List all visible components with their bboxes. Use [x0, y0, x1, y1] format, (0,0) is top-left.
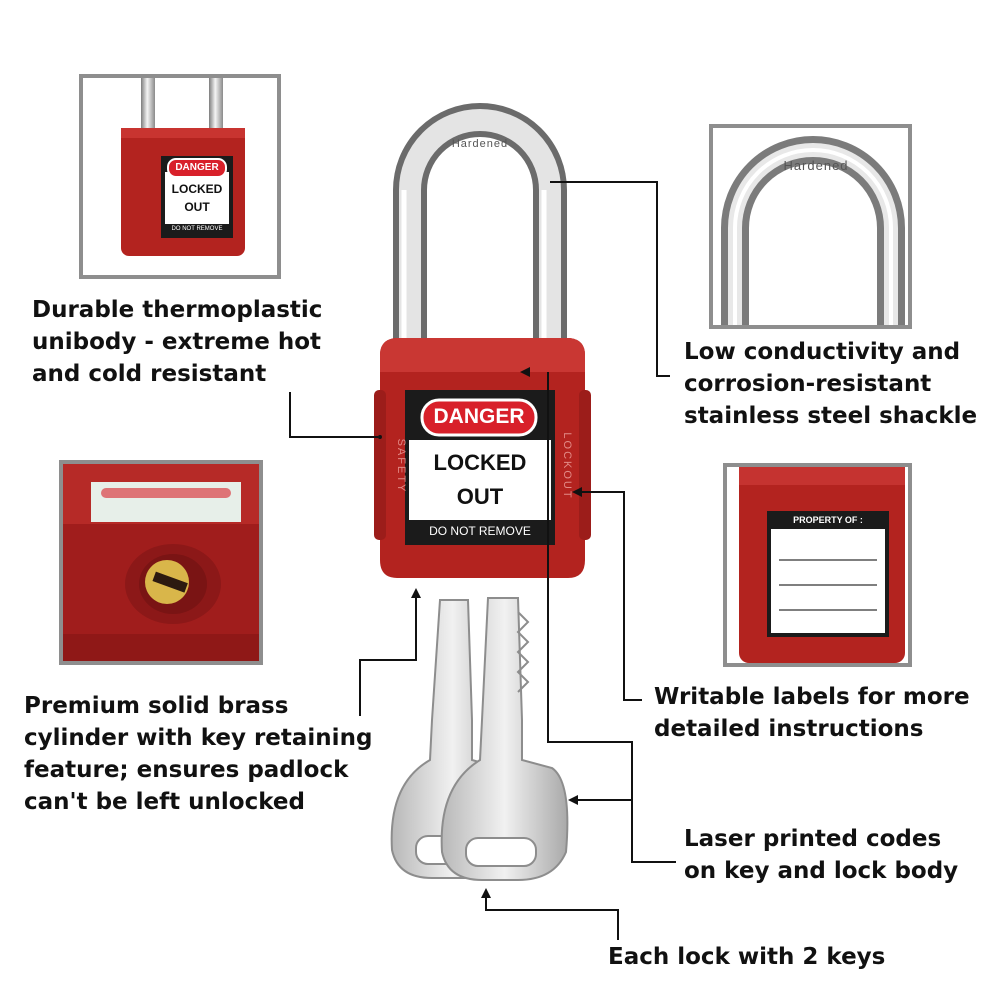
- do-not-remove-text: DO NOT REMOVE: [429, 524, 531, 538]
- writable-label-illustration: [739, 467, 905, 663]
- shackle-engraving: Hardened: [451, 138, 509, 150]
- mini-locked-text: LOCKED: [171, 182, 223, 196]
- callout-arrowheads: [378, 367, 582, 898]
- callout-lines: [289, 181, 676, 940]
- shackle-closeup-illustration: [721, 136, 905, 325]
- feature-writable: Writable labels for more detailed instru…: [654, 684, 970, 742]
- inset-lock-overview: DANGER LOCKED OUT DO NOT REMOVE: [79, 74, 281, 279]
- locked-text: LOCKED: [433, 450, 527, 475]
- mini-out-text: OUT: [184, 200, 210, 214]
- brass-cylinder-illustration: [63, 464, 259, 661]
- feature-brass: Premium solid brass cylinder with key re…: [24, 693, 373, 815]
- inset-brass-cylinder: [59, 460, 263, 665]
- feature-keys: Each lock with 2 keys: [608, 944, 886, 970]
- property-of-label: PROPERTY OF :: [793, 515, 863, 525]
- side-text-safety: SAFETY: [395, 438, 407, 494]
- side-text-lockout: LOCKOUT: [561, 432, 573, 500]
- mini-danger-badge: DANGER: [167, 158, 227, 178]
- danger-badge: DANGER: [433, 405, 525, 428]
- key-right-shape: [440, 597, 569, 881]
- mini-do-not-remove: DO NOT REMOVE: [171, 226, 223, 232]
- shackle-engraving-closeup: Hardened: [783, 158, 849, 173]
- out-text: OUT: [456, 484, 504, 509]
- inset-writable-label: PROPERTY OF :: [723, 463, 912, 667]
- inset-shackle-closeup: Hardened: [709, 124, 912, 329]
- feature-laser: Laser printed codes on key and lock body: [684, 826, 959, 884]
- feature-shackle: Low conductivity and corrosion-resistant…: [684, 339, 978, 429]
- feature-thermoplastic: Durable thermoplastic unibody - extreme …: [32, 297, 323, 387]
